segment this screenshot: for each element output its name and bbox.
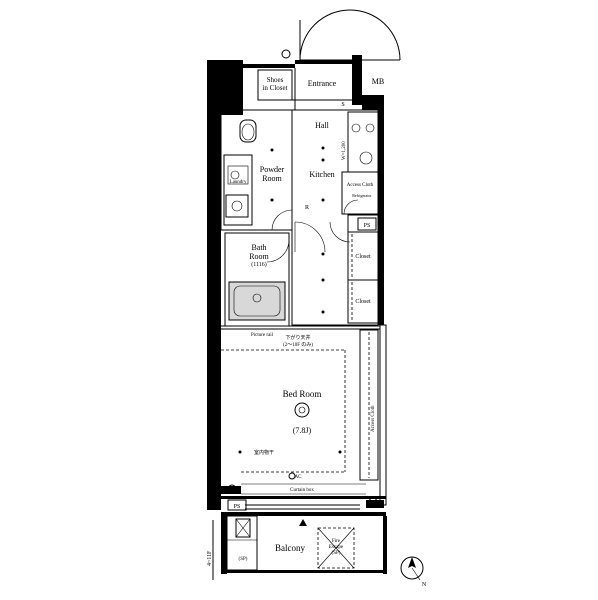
label-mb: MB	[372, 77, 384, 86]
label-ac: AC	[295, 475, 303, 480]
label-bath-size: (1116)	[251, 261, 267, 268]
label-closet-2: Closet	[355, 299, 371, 305]
label-north: N	[422, 582, 427, 588]
label-drying-rail: 室内物干	[254, 449, 274, 456]
label-closet-1: Closet	[355, 254, 371, 260]
label-picture-rail: Picture rail	[251, 333, 274, 338]
doors	[266, 9, 401, 263]
label-access-cloth-vertical: Access Cloth	[371, 405, 376, 432]
label-floors: 4~11F	[207, 550, 213, 566]
label-curtain-box: Curtain box	[290, 488, 314, 493]
label-ps-upper: PS	[364, 223, 371, 229]
label-outdoor-unit: (SP)	[239, 557, 248, 562]
label-ceiling-jp: 下がり天井	[285, 334, 310, 341]
label-bed-size: (7.8J)	[293, 426, 312, 435]
label-ps-lower: PS	[234, 504, 241, 510]
label-kitchen: Kitchen	[309, 170, 334, 179]
label-w1200: W=1,200	[342, 141, 347, 160]
walls	[207, 55, 387, 574]
label-s-mark: S	[341, 102, 344, 108]
annotations: W=1,200 Picture rail 下がり天井 (2～10F のみ) Ac…	[207, 102, 427, 588]
label-hall: Hall	[315, 121, 330, 130]
label-ceiling-range: (2～10F のみ)	[283, 342, 313, 348]
partitions	[220, 68, 380, 571]
label-access-cloth: Access Cloth	[347, 183, 374, 188]
fixtures	[212, 49, 378, 580]
label-laundry: Laundry	[230, 180, 247, 185]
label-r-mark: R	[305, 205, 309, 211]
label-entrance: Entrance	[308, 79, 337, 88]
label-refrigerator: Refrigerator	[352, 193, 372, 198]
label-bed-room: Bed Room	[283, 389, 322, 399]
north-compass-icon	[400, 556, 424, 581]
label-balcony: Balcony	[275, 543, 305, 553]
